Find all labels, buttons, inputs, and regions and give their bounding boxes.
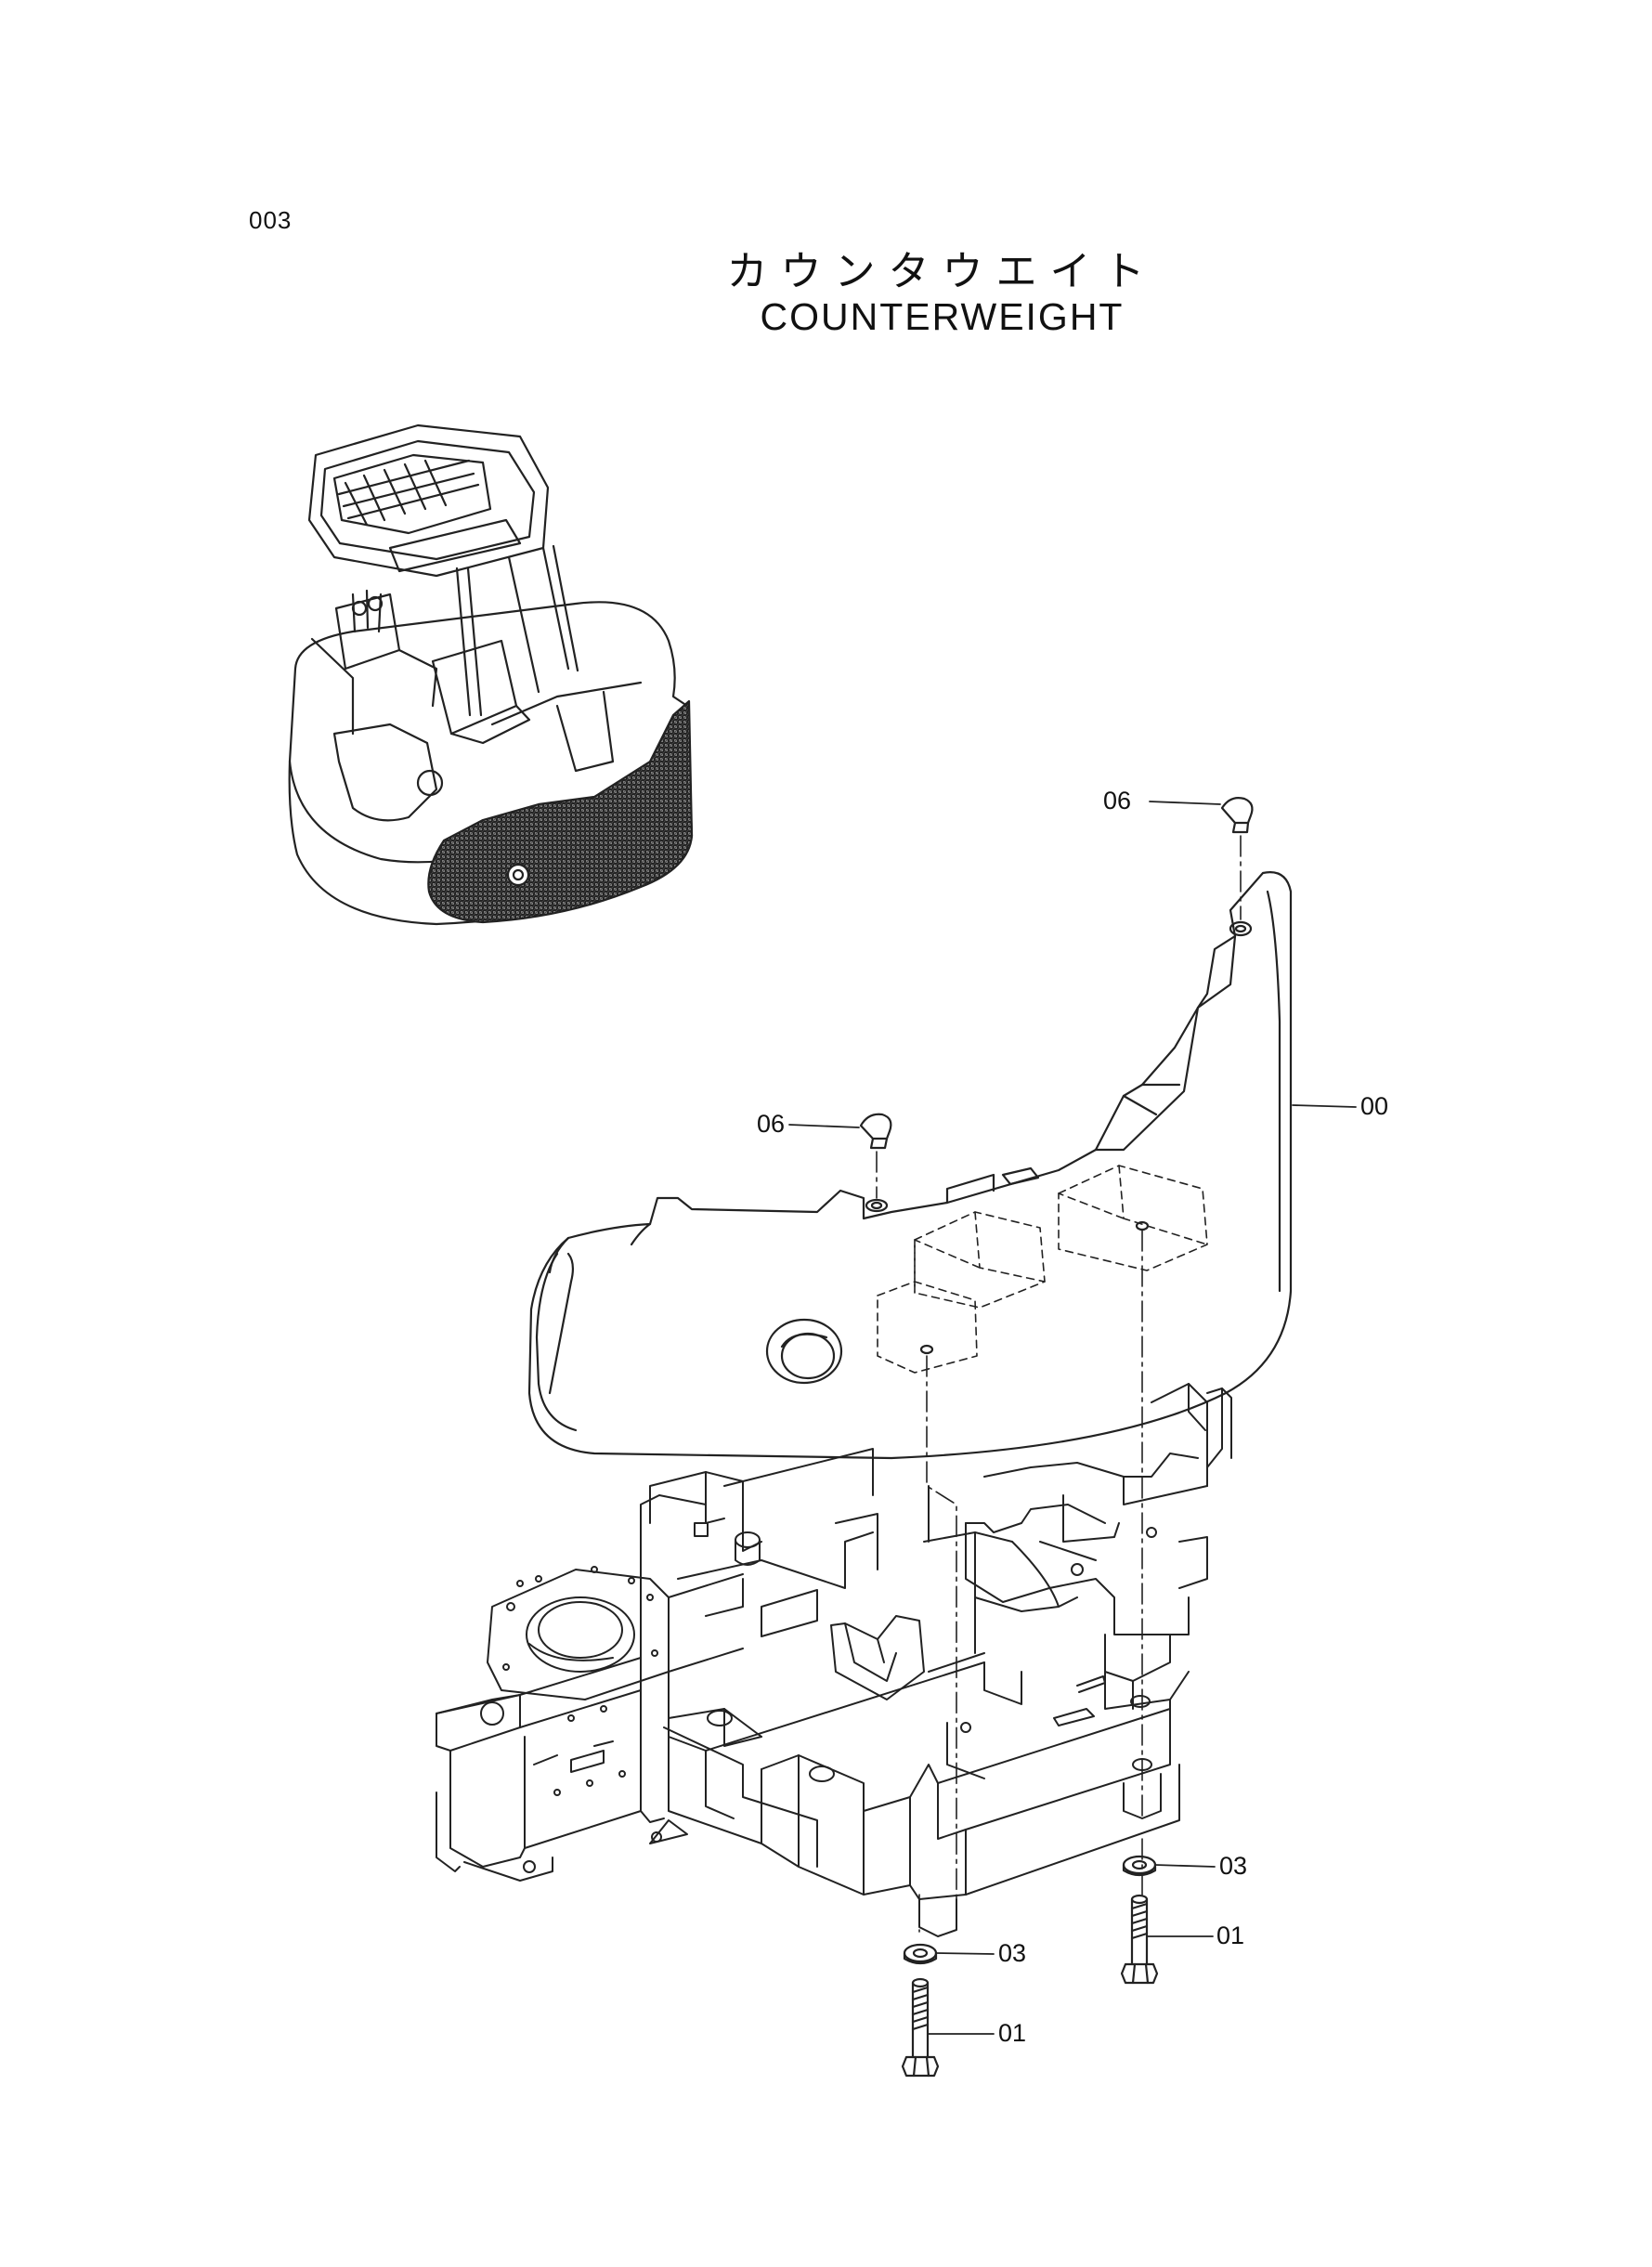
callout-06-upper: 06	[1103, 787, 1131, 814]
callout-01-left: 01	[998, 2019, 1026, 2047]
machine-overview-illustration	[288, 423, 694, 926]
page-title-english: COUNTERWEIGHT	[760, 295, 1125, 338]
counterweight-part	[527, 871, 1293, 1460]
washer-part-03-left	[903, 1943, 938, 1965]
callout-06-lower: 06	[757, 1110, 785, 1138]
bolt-part-01-right	[1120, 1894, 1159, 1985]
page-title-japanese: カウンタウエイト	[726, 248, 1158, 295]
counterweight-highlight	[427, 699, 694, 924]
page-code: 003	[249, 206, 293, 234]
callout-03-right: 03	[1219, 1852, 1247, 1880]
revolving-frame	[436, 1383, 1232, 1937]
callout-01-right: 01	[1216, 1922, 1244, 1949]
assembly-centerlines	[876, 835, 1242, 1933]
callout-00-counterweight: 00	[1360, 1092, 1388, 1120]
bolt-part-01-left	[901, 1977, 940, 2078]
cap-part-06-lower	[859, 1113, 892, 1150]
callout-03-left: 03	[998, 1939, 1026, 1967]
leader-lines	[788, 801, 1357, 2035]
cap-part-06-upper	[1220, 797, 1254, 834]
washer-part-03-right	[1122, 1855, 1157, 1877]
